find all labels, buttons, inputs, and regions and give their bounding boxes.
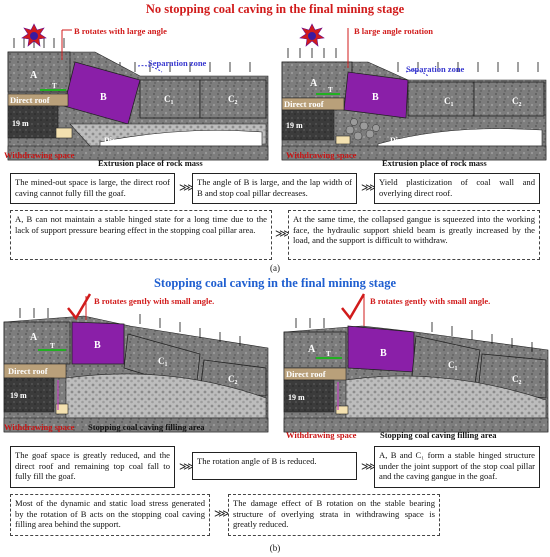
panel-a-left-height: 19 m xyxy=(12,119,29,128)
panel-b-caption: (b) xyxy=(269,543,281,553)
panel-b-right-b: B xyxy=(380,348,387,359)
panel-a-box-2: The angle of B is large, and the lap wid… xyxy=(192,173,357,204)
svg-text:C1: C1 xyxy=(448,360,458,372)
panel-b-left-a: A xyxy=(30,332,38,343)
panel-b-left-height: 19 m xyxy=(10,391,27,400)
panel-a-left-c2: C xyxy=(228,94,235,104)
panel-a-right-height: 19 m xyxy=(286,121,303,130)
panel-a-right-c2-sub: 2 xyxy=(519,102,522,108)
panel-b-left-c1-sub: 1 xyxy=(165,362,168,368)
panel-b-right-c1-sub: 1 xyxy=(455,366,458,372)
panel-b-right-c2: C xyxy=(512,374,519,384)
panel-a-left-filling: Direct roof caving filling area xyxy=(104,136,204,145)
panel-b-arrow-2: ⋙ xyxy=(361,461,377,473)
panel-a-right-b: B xyxy=(372,92,379,103)
panel-b-right-filling: Stopping coal caving filling area xyxy=(380,430,497,440)
panel-a-left-c1-sub: 1 xyxy=(171,100,174,106)
panel-a-left-a: A xyxy=(30,70,38,81)
panel-a-box-5: At the same time, the collapsed gangue i… xyxy=(288,210,540,260)
panel-b-left-t: T xyxy=(50,342,55,350)
panel-b-left-scenario xyxy=(3,293,269,433)
panel-b-left-b-label: B rotates gently with small angle. xyxy=(94,296,214,306)
panel-a-left-c1: C xyxy=(164,94,171,104)
panel-a-arrow-1: ⋙ xyxy=(179,182,195,194)
panel-b-left-direct-roof: Direct roof xyxy=(8,366,48,376)
panel-b-box-5: The damage effect of B rotation on the s… xyxy=(228,494,440,536)
panel-a-right-c1: C xyxy=(444,96,451,106)
panel-a-right-scenario xyxy=(281,23,547,161)
panel-a-caption: (a) xyxy=(270,263,280,273)
panel-a-right-a: A xyxy=(310,78,318,89)
panel-b-box-1: The goaf space is greatly reduced, and t… xyxy=(10,446,175,488)
panel-b-box-2: The rotation angle of B is reduced. xyxy=(192,452,357,480)
panel-b-right-t: T xyxy=(326,350,331,358)
panel-a-left-c2-sub: 2 xyxy=(235,100,238,106)
panel-b-left-block-b xyxy=(71,321,125,365)
panel-a-right-b-label: B large angle rotation xyxy=(354,26,433,36)
panel-a-left-extrusion: Extrusion place of rock mass xyxy=(98,158,203,168)
panel-b-right-c1: C xyxy=(448,360,455,370)
panel-a-arrow-3: ⋙ xyxy=(275,228,291,240)
panel-a-left-b-label: B rotates with large angle xyxy=(74,26,167,36)
panel-a-right-c1-sub: 1 xyxy=(451,102,454,108)
panel-b-right-b-label: B rotates gently with small angle. xyxy=(370,296,490,306)
panel-a-title: No stopping coal caving in the final min… xyxy=(145,2,405,16)
panel-b-left-filling: Stopping coal caving filling area xyxy=(88,422,205,432)
panel-a-left-scenario xyxy=(7,23,269,161)
panel-a-left-b: B xyxy=(100,92,107,103)
svg-text:C1: C1 xyxy=(158,356,168,368)
panel-b-diagram: B rotates gently with small angle. A T B… xyxy=(3,293,549,440)
panel-b-right-direct-roof: Direct roof xyxy=(286,369,326,379)
panel-b-arrow-1: ⋙ xyxy=(179,461,195,473)
panel-a-right-withdraw: Withdrawing space xyxy=(286,150,357,160)
svg-text:C2: C2 xyxy=(512,374,522,386)
panel-a-left-separation: Separation zone xyxy=(148,58,207,68)
svg-text:C2: C2 xyxy=(512,96,522,108)
panel-a-diagram: B rotates with large angle Separation zo… xyxy=(4,23,547,168)
panel-b-left-c2-sub: 2 xyxy=(235,380,238,386)
panel-b-right-withdraw: Withdrawing space xyxy=(286,430,357,440)
svg-text:C1: C1 xyxy=(164,94,174,106)
svg-text:C2: C2 xyxy=(228,94,238,106)
panel-b-arrow-3: ⋙ xyxy=(214,508,230,520)
panel-a-right-extrusion: Extrusion place of rock mass xyxy=(382,158,487,168)
panel-b-left-b: B xyxy=(94,340,101,351)
panel-b-left-withdraw: Withdrawing space xyxy=(4,422,75,432)
panel-b-box-4: Most of the dynamic and static load stre… xyxy=(10,494,210,536)
panel-b-right-scenario xyxy=(283,293,549,433)
panel-a-box-1: The mined-out space is large, the direct… xyxy=(10,173,175,204)
svg-text:C1: C1 xyxy=(444,96,454,108)
panel-a-right-c2: C xyxy=(512,96,519,106)
panel-b-right-a: A xyxy=(308,344,316,355)
panel-a-right-filling: Direct roof caving filling area xyxy=(390,136,490,145)
panel-a-arrow-2: ⋙ xyxy=(361,182,377,194)
panel-b-left-c1: C xyxy=(158,356,165,366)
panel-b-right-height: 19 m xyxy=(288,393,305,402)
panel-b-left-c2: C xyxy=(228,374,235,384)
panel-a-right-t: T xyxy=(328,86,333,94)
panel-a-right-separation: Separation zone xyxy=(406,64,465,74)
panel-a-left-withdraw: Withdrawing space xyxy=(4,150,75,160)
svg-text:C2: C2 xyxy=(228,374,238,386)
panel-a-left-t: T xyxy=(52,82,57,90)
panel-a-left-direct-roof: Direct roof xyxy=(10,95,50,105)
panel-a-left-block-a xyxy=(7,51,71,93)
panel-a-box-3: Yield plasticization of coal wall and ov… xyxy=(374,173,540,204)
panel-b-right-c2-sub: 2 xyxy=(519,380,522,386)
panel-a-box-4: A, B can not maintain a stable hinged st… xyxy=(10,210,272,260)
panel-a-right-direct-roof: Direct roof xyxy=(284,99,324,109)
panel-b-box-3: A, B and C₁ form a stable hinged structu… xyxy=(374,446,540,488)
panel-a-right-block-b xyxy=(343,71,409,119)
panel-b-title: Stopping coal caving in the final mining… xyxy=(153,276,397,290)
